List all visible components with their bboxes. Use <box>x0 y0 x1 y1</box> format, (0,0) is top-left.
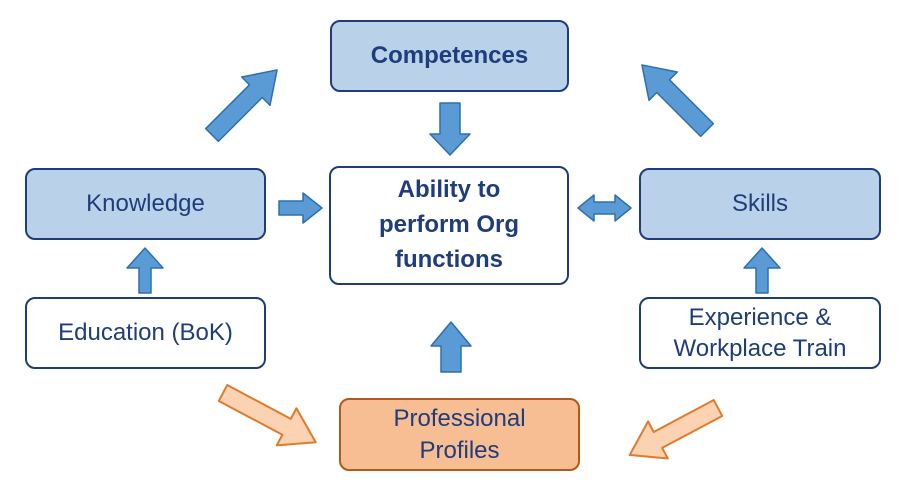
competences-label: Competences <box>370 42 529 70</box>
experience-node: Experience & Workplace Train <box>639 297 881 369</box>
arrow-education-to-knowledge <box>126 247 164 294</box>
arrow-experience-to-skills <box>743 247 781 294</box>
arrow-profiles-to-ability <box>430 321 472 373</box>
arrow-knowledge-to-ability <box>278 192 323 224</box>
knowledge-node: Knowledge <box>25 168 266 240</box>
ability-node: Ability to perform Org functions <box>329 166 569 285</box>
arrow-education-to-profiles <box>217 384 317 447</box>
professional-profiles-label: Professional Profiles <box>393 405 526 464</box>
arrow-competences-to-ability <box>429 102 471 156</box>
skills-node: Skills <box>639 168 881 240</box>
arrow-ability-skills-bidirectional <box>577 194 632 222</box>
knowledge-label: Knowledge <box>86 190 205 218</box>
arrow-experience-to-profiles <box>628 399 724 460</box>
competences-node: Competences <box>330 20 569 92</box>
professional-profiles-node: Professional Profiles <box>339 398 580 471</box>
education-node: Education (BoK) <box>25 297 266 369</box>
experience-label: Experience & Workplace Train <box>673 303 847 362</box>
skills-label: Skills <box>731 190 788 218</box>
arrow-knowledge-to-competences <box>204 69 278 143</box>
education-label: Education (BoK) <box>58 319 233 347</box>
ability-label: Ability to perform Org functions <box>378 176 519 273</box>
arrow-skills-to-competences <box>641 64 715 138</box>
